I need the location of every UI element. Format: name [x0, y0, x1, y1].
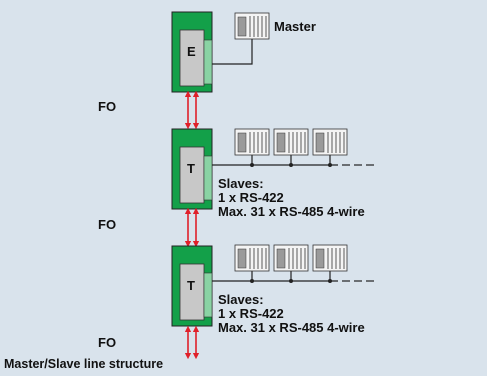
- fo-label: FO: [98, 217, 117, 232]
- slave-device-icon: [312, 244, 348, 272]
- slave-group-heading: Slaves:: [218, 176, 264, 191]
- slave-device-icon: [273, 128, 309, 156]
- slave-group-rs422: 1 x RS-422: [218, 190, 284, 205]
- slave-bus-2: [212, 271, 374, 283]
- diagram-caption: Master/Slave line structure: [4, 357, 164, 371]
- fo-label: FO: [98, 99, 117, 114]
- module-letter-t: T: [187, 278, 195, 293]
- fo-link-2: [184, 207, 200, 248]
- fo-link-1: [184, 90, 200, 130]
- slave-group-rs485: Max. 31 x RS-485 4-wire: [218, 204, 365, 219]
- master-wire: [212, 39, 253, 65]
- module-letter-t: T: [187, 161, 195, 176]
- slave-device-icon: [234, 128, 270, 156]
- fo-label: FO: [98, 335, 117, 350]
- module-t-2: [171, 245, 213, 327]
- slave-group-rs422: 1 x RS-422: [218, 306, 284, 321]
- slave-device-icon: [273, 244, 309, 272]
- module-t-1: [171, 128, 213, 210]
- module-letter-e: E: [187, 44, 196, 59]
- slave-device-icon: [234, 244, 270, 272]
- slave-group-2-caption: Slaves: 1 x RS-422 Max. 31 x RS-485 4-wi…: [218, 293, 365, 335]
- slave-group-heading: Slaves:: [218, 292, 264, 307]
- slave-group-1-caption: Slaves: 1 x RS-422 Max. 31 x RS-485 4-wi…: [218, 177, 365, 219]
- master-label: Master: [274, 19, 316, 34]
- module-e: [171, 11, 213, 93]
- fo-link-3: [184, 325, 200, 360]
- master-device-icon: [234, 12, 270, 40]
- slave-bus-1: [212, 155, 374, 167]
- slave-group-rs485: Max. 31 x RS-485 4-wire: [218, 320, 365, 335]
- slave-device-icon: [312, 128, 348, 156]
